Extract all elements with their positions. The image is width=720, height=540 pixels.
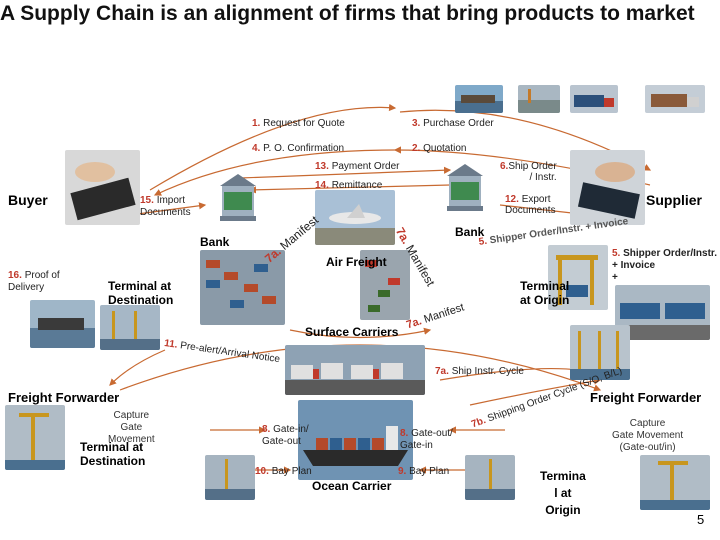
gate-crane-photo-right [640,455,710,510]
harbor-ship-photo [30,300,95,348]
capture-gate-right: Capture Gate Movement (Gate-out/in) [612,418,684,453]
arrow-request-quote [149,103,397,191]
flow-6-label: 6.Ship Order / Instr. [500,161,557,183]
terminal-origin-top-label: Terminal at Origin [520,279,570,307]
buyer-keyboard-photo [65,150,140,225]
gantry-crane-photo [548,245,608,310]
flow-8b-label: 8. Gate-out/ Gate-in [400,428,453,451]
flow-14-label: 14. Remittance [315,180,383,191]
trucks-fleet-photo [285,345,425,395]
flow-8-label: 8. Gate-in/ Gate-out [262,424,309,447]
truck-icon [570,85,618,113]
arrow-payment-order [239,166,452,179]
arrow-remittance [248,184,451,194]
flow-16-label: 16. Proof of Delivery [8,270,60,293]
container-yard-photo [360,250,410,320]
rail-container-photo [615,285,710,340]
arrow-buyer-bank [129,202,207,216]
flow-9-label: 9. Bay Plan [398,466,450,477]
supplier-label: Supplier [646,192,703,208]
air-freight-label: Air Freight [326,255,387,269]
aircraft-icon [315,190,395,245]
capture-gate-left: Capture Gate Movement [108,410,155,445]
bay-crane-photo-left [205,455,255,500]
flow-4-label: 4. P. O. Confirmation [252,143,345,154]
page-number: 5 [697,512,705,527]
freight-forwarder-right-label: Freight Forwarder [590,390,702,405]
port-cranes-photo [570,325,630,380]
truck-photo [645,85,705,113]
bank-left-label: Bank [200,235,230,249]
ship-icon [455,85,503,113]
bank-building-icon [445,162,485,212]
port-photo [518,85,560,113]
arrow-quotation [153,149,396,196]
bay-crane-photo-right [465,455,515,500]
flow-7a-ship-label: 7a. Ship Instr. Cycle [435,366,524,377]
arrow-shipping-order [469,377,602,406]
flow-3-label: 3. Purchase Order [412,118,494,129]
harbor-cranes-photo [100,305,160,350]
flow-10-label: 10. Bay Plan [255,466,312,477]
bank-building-icon [218,172,258,222]
ocean-carrier-label: Ocean Carrier [312,479,392,493]
container-icon [200,250,285,325]
flow-12-label: 12. Export Documents [505,194,556,216]
flow-5b-label: 5. Shipper Order/Instr. + Invoice + [612,248,718,283]
flow-2-label: 2. Quotation [412,143,467,154]
gate-crane-photo-left [5,405,65,470]
flow-1-label: 1. Request for Quote [252,118,345,129]
flow-15-label: 15. Import Documents [140,195,191,218]
supplier-keyboard-photo [570,150,645,225]
flow-13-label: 13. Payment Order [315,161,400,172]
terminal-destination-top-label: Terminal at Destination [108,279,174,307]
slide-title: A Supply Chain is an alignment of firms … [0,2,695,25]
freight-forwarder-left-label: Freight Forwarder [8,390,120,405]
surface-carriers-label: Surface Carriers [305,325,399,339]
ocean-carrier-ship-icon [298,400,413,480]
terminal-origin-bottom-label: Termina l at Origin [540,469,586,517]
terminal-destination-bottom-label: Terminal at Destination [80,440,146,468]
bank-right-label: Bank [455,225,485,239]
arrow-prealert [109,349,166,386]
buyer-label: Buyer [8,192,48,208]
arrow-surface [289,327,432,339]
